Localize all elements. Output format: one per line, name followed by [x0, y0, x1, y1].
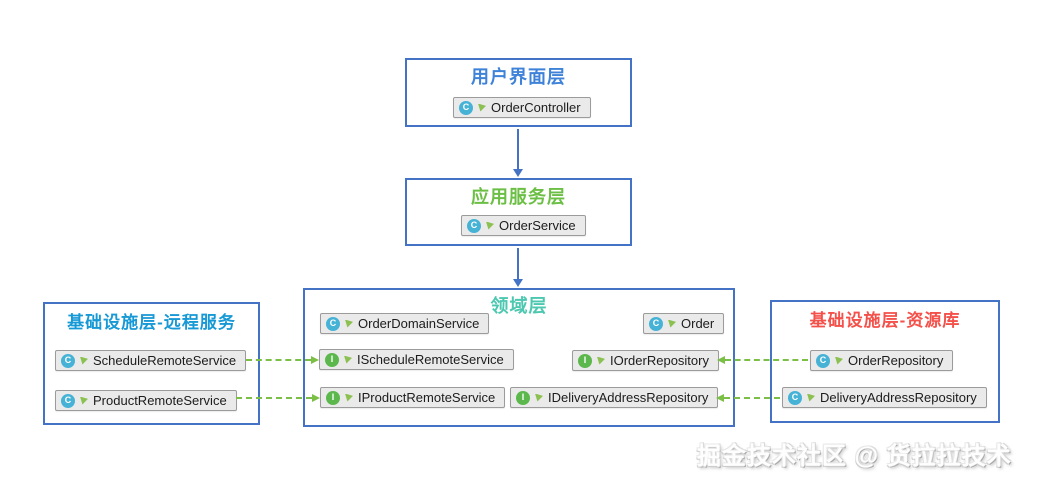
class-name: ProductRemoteService [93, 393, 227, 408]
interface-chip-ischeduleremoteservice: I IScheduleRemoteService [319, 349, 514, 370]
class-chip-orderservice: C OrderService [461, 215, 586, 236]
interface-icon: I [326, 390, 340, 405]
modifier-arrow-icon [80, 356, 88, 365]
interface-name: IProductRemoteService [358, 390, 496, 405]
class-chip-orderdomainservice: C OrderDomainService [320, 313, 490, 334]
modifier-arrow-icon [478, 103, 486, 112]
class-name: OrderRepository [848, 353, 944, 368]
class-chip-deliveryaddressrepository: C DeliveryAddressRepository [782, 387, 987, 408]
class-name: OrderService [499, 218, 576, 233]
class-icon: C [61, 353, 75, 368]
interface-chip-ideliveryaddressrepository: I IDeliveryAddressRepository [510, 387, 719, 408]
arrow-product-line [236, 397, 312, 399]
class-name: OrderController [491, 100, 581, 115]
class-chip-ordercontroller: C OrderController [453, 97, 591, 118]
arrow-ui-to-app-head [513, 169, 523, 177]
app-layer-title: 应用服务层 [471, 187, 566, 207]
modifier-arrow-icon [835, 356, 843, 365]
class-name: DeliveryAddressRepository [820, 390, 977, 405]
class-chip-orderrepository: C OrderRepository [810, 350, 954, 371]
arrow-orderrepo-line [725, 359, 808, 361]
interface-icon: I [325, 352, 339, 367]
modifier-arrow-icon [486, 221, 494, 230]
class-name: Order [681, 316, 715, 331]
infra-repo-layer-title: 基础设施层-资源库 [809, 311, 961, 330]
arrow-ui-to-app-line [517, 129, 519, 170]
class-icon: C [649, 316, 663, 331]
interface-name: IOrderRepository [610, 353, 709, 368]
arrow-app-to-domain-line [517, 248, 519, 280]
interface-chip-iorderrepository: I IOrderRepository [572, 350, 719, 371]
arrow-schedule-line [246, 359, 311, 361]
ui-layer-title: 用户界面层 [471, 67, 566, 87]
arrow-schedule-head [311, 356, 319, 364]
class-icon: C [788, 390, 802, 405]
arrow-deliveryrepo-line [724, 397, 780, 399]
class-name: OrderDomainService [358, 316, 480, 331]
interface-name: IDeliveryAddressRepository [548, 390, 709, 405]
arrow-product-head [312, 394, 320, 402]
modifier-arrow-icon [345, 319, 353, 328]
class-icon: C [326, 316, 340, 331]
modifier-arrow-icon [344, 355, 352, 364]
interface-icon: I [578, 353, 592, 368]
class-name: ScheduleRemoteService [93, 353, 237, 368]
interface-icon: I [516, 390, 530, 405]
modifier-arrow-icon [345, 393, 353, 402]
arrow-app-to-domain-head [513, 279, 523, 287]
interface-chip-iproductremoteservice: I IProductRemoteService [320, 387, 506, 408]
modifier-arrow-icon [668, 319, 676, 328]
class-chip-scheduleremoteservice: C ScheduleRemoteService [55, 350, 247, 371]
class-icon: C [459, 100, 473, 115]
class-chip-order: C Order [643, 313, 725, 334]
watermark-text: 掘金技术社区 @ 货拉拉技术 [697, 443, 1012, 470]
modifier-arrow-icon [535, 393, 543, 402]
modifier-arrow-icon [807, 393, 815, 402]
class-chip-productremoteservice: C ProductRemoteService [55, 390, 237, 411]
class-icon: C [467, 218, 481, 233]
domain-layer-title: 领域层 [490, 296, 548, 316]
class-icon: C [816, 353, 830, 368]
infra-remote-layer-title: 基础设施层-远程服务 [67, 313, 236, 332]
modifier-arrow-icon [597, 356, 605, 365]
modifier-arrow-icon [80, 396, 88, 405]
arrow-orderrepo-head [717, 356, 725, 364]
interface-name: IScheduleRemoteService [357, 352, 504, 367]
arrow-deliveryrepo-head [716, 394, 724, 402]
class-icon: C [61, 393, 75, 408]
